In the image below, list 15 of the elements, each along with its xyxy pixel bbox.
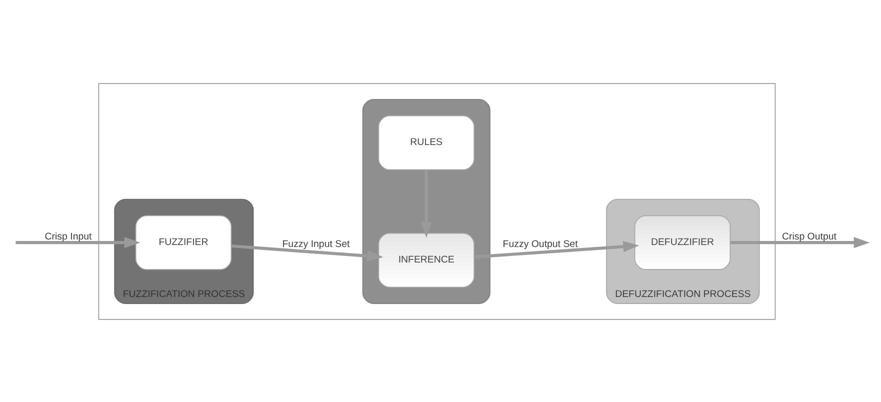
arrow	[16, 236, 140, 248]
node-box: DEFUZZIFIER	[634, 214, 731, 270]
node-box: INFERENCE	[378, 232, 474, 288]
node-box: RULES	[378, 114, 474, 170]
edge-label: Crisp Output	[782, 231, 836, 242]
arrow	[474, 240, 640, 258]
node-box: FUZZIFIER	[135, 214, 232, 270]
cluster	[362, 98, 490, 304]
edge-label: Crisp Input	[44, 231, 92, 242]
edge-label: Fuzzy Input Set	[282, 238, 350, 250]
arrow	[730, 236, 870, 248]
cluster	[98, 82, 776, 320]
edge-label: Fuzzy Output Set	[502, 238, 578, 250]
arrow	[231, 244, 384, 262]
arrow	[420, 169, 432, 238]
